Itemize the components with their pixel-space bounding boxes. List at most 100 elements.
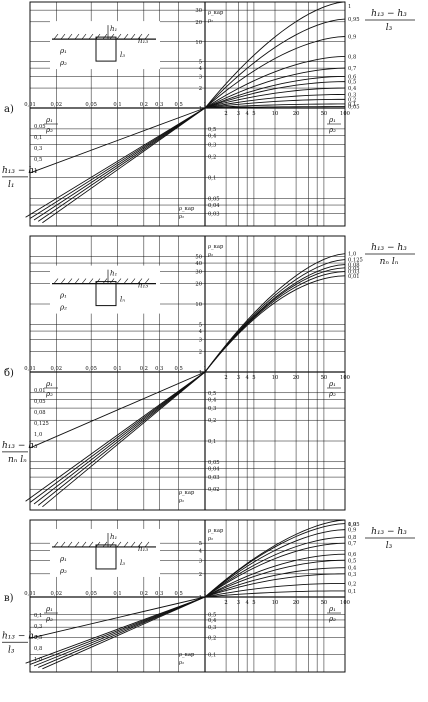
left-curve-label: 0,05 <box>34 124 46 130</box>
y-denominator: l₃ <box>386 23 393 33</box>
x-tick-label: 3 <box>237 375 240 381</box>
hatch-mark <box>116 278 122 284</box>
series-curve <box>204 87 346 109</box>
y-tick-label: 0,05 <box>208 196 220 202</box>
y-tick-label: 1 <box>199 106 202 112</box>
y-tick-label: 0,1 <box>208 653 216 659</box>
left-curve <box>33 371 206 505</box>
x-tick-label: 4 <box>245 111 249 117</box>
inset-h: h₁ <box>110 533 118 541</box>
x-tick-label: 0,1 <box>113 102 121 108</box>
rho-den: ρ₂ <box>179 214 184 220</box>
inset-rho2: ρ₂ <box>59 59 67 67</box>
series-label: 0,9 <box>348 35 356 41</box>
left-curve-label: 0,8 <box>34 646 42 652</box>
left-curve <box>33 107 206 221</box>
series-label: 1,0 <box>348 252 356 258</box>
y-expression: h₁₃ − h₃ <box>371 9 407 19</box>
series-curve <box>204 67 346 109</box>
y-tick-label: 0,3 <box>208 142 216 148</box>
x-tick-label: 10 <box>272 375 279 381</box>
x-tick-label: 0,3 <box>155 591 163 597</box>
hatch-mark <box>81 278 87 284</box>
hatch-mark <box>60 541 66 548</box>
electrode <box>95 544 117 570</box>
x-tick-label: 0,01 <box>24 591 36 597</box>
series-label: 0,5 <box>348 80 356 86</box>
left-curve <box>29 371 206 503</box>
x-tick-label: 0,05 <box>85 591 97 597</box>
x-tick-label: 1 <box>203 102 206 108</box>
x-tick-label: 5 <box>252 111 255 117</box>
left-expression: h₁₃ − h₃ <box>2 631 38 641</box>
series-label: 0,01 <box>348 274 360 280</box>
left-curve <box>42 596 206 670</box>
inset-rho1: ρ₁ <box>59 555 67 563</box>
hatch-mark <box>60 33 66 40</box>
inset-h: h₁ <box>110 270 118 278</box>
y-tick-label: 2 <box>199 86 202 92</box>
inset-h2: h₁₃ <box>138 545 148 553</box>
series-curve <box>204 75 346 109</box>
y-tick-label: 0,2 <box>208 155 216 161</box>
x-tick-label: 0,02 <box>51 591 63 597</box>
panel-letter: б) <box>4 368 14 379</box>
rho-num: ρ_кар <box>208 244 224 250</box>
series-label: 1 <box>348 4 351 10</box>
y-tick-label: 5 <box>199 541 202 547</box>
y-tick-label: 20 <box>195 20 202 26</box>
electrode <box>95 36 117 62</box>
y-tick-label: 0,05 <box>208 460 220 466</box>
x-tick-label: 0,1 <box>113 366 121 372</box>
left-curve-label: 0,5 <box>34 157 42 163</box>
inset-l: l₃ <box>120 51 125 59</box>
hatch-mark <box>53 33 59 40</box>
hatch-mark <box>123 278 129 284</box>
series-label: 0,05 <box>348 266 360 272</box>
hatch-mark <box>67 278 73 284</box>
series-curve <box>204 103 346 109</box>
hatch-mark <box>88 278 94 284</box>
x-tick-label: 20 <box>293 600 300 606</box>
hatch-mark <box>67 541 73 548</box>
y-tick-label: 40 <box>195 261 202 267</box>
left-curve <box>29 596 206 666</box>
hatch-mark <box>137 278 143 284</box>
y-tick-label: 0,4 <box>208 618 217 624</box>
y-tick-label: 0,2 <box>208 418 216 424</box>
series-curve <box>204 253 346 373</box>
hatch-mark <box>74 33 80 40</box>
left-curve-label: 0,3 <box>34 624 42 630</box>
panel-3: 23451020501000,010,020,050,10,20,30,5112… <box>2 519 415 673</box>
series-label: 0,8 <box>348 535 356 541</box>
y-tick-label: 0,4 <box>208 134 217 140</box>
x-tick-label: 100 <box>340 375 350 381</box>
ratio-num: ρ₁ <box>328 116 336 124</box>
left-diagonal <box>29 107 206 174</box>
series-curve <box>204 98 346 109</box>
series-label: 1,0 <box>348 522 356 528</box>
panel-letter: а) <box>4 104 14 115</box>
hatch-mark <box>53 541 59 548</box>
y-tick-label: 0,2 <box>208 635 216 641</box>
series-label: 0,6 <box>348 74 356 80</box>
ratio-num: ρ₁ <box>45 605 53 613</box>
hatch-mark <box>137 33 143 40</box>
y-tick-label: 30 <box>195 270 202 276</box>
x-tick-label: 2 <box>224 600 227 606</box>
y-tick-label: 10 <box>195 302 202 308</box>
ratio-num: ρ₁ <box>45 116 53 124</box>
x-tick-label: 0,01 <box>24 102 36 108</box>
x-tick-label: 0,1 <box>113 591 121 597</box>
series-label: 0,125 <box>348 258 363 264</box>
hatch-mark <box>144 33 150 40</box>
series-label: 0,9 <box>348 528 356 534</box>
series-curve <box>204 18 346 109</box>
ratio-den: ρ₂ <box>328 390 336 398</box>
series-label: 0,08 <box>348 263 360 269</box>
hatch-mark <box>123 541 129 548</box>
